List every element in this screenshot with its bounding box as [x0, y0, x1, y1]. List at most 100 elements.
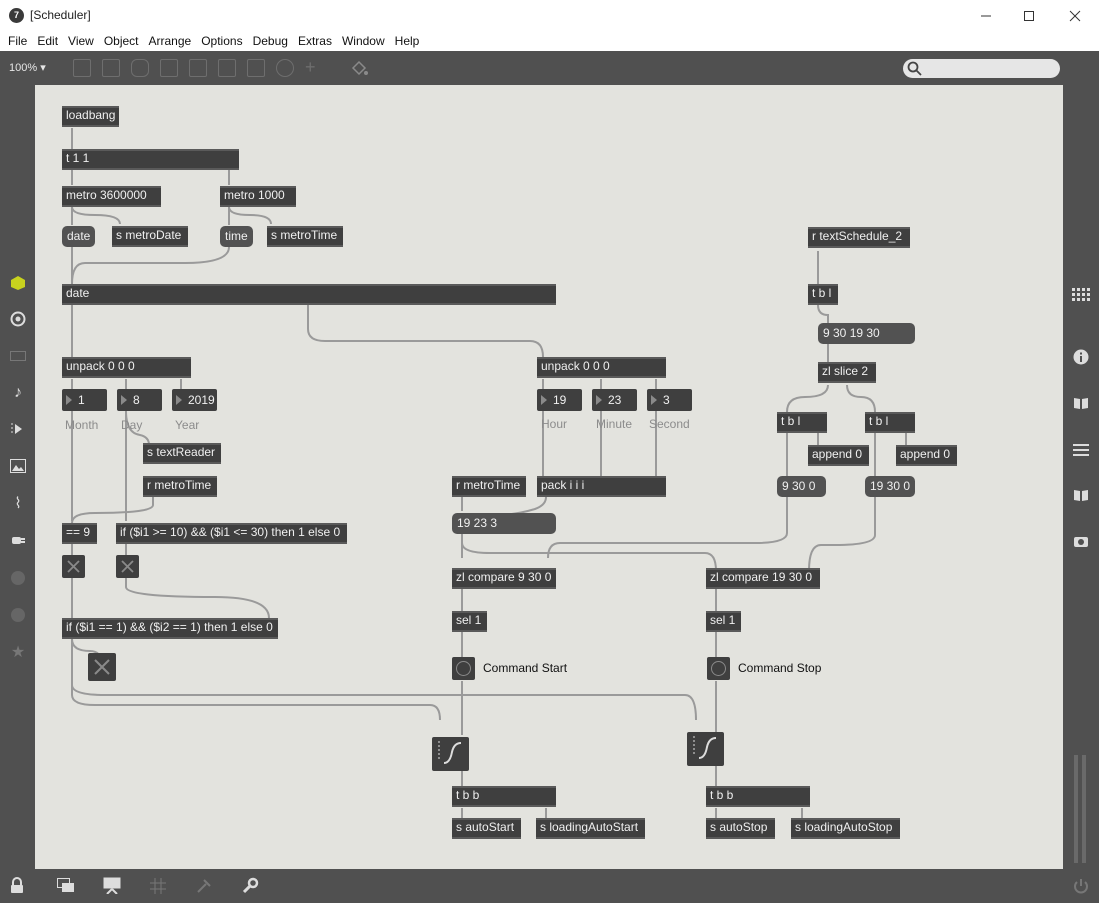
slider-object-icon[interactable] — [247, 59, 265, 77]
receive-metrotime-object[interactable]: r metroTime — [143, 476, 217, 497]
gate-stop-object[interactable] — [687, 732, 724, 766]
star-icon[interactable]: ★ — [10, 644, 26, 661]
year-number-box[interactable]: 2019 — [172, 389, 217, 411]
comment-icon[interactable] — [102, 59, 120, 77]
snap-to-object-icon[interactable] — [196, 878, 212, 894]
menu-arrange[interactable]: Arrange — [148, 34, 192, 48]
minimize-button[interactable] — [963, 0, 1009, 31]
stop-time-message[interactable]: 19 30 0 — [865, 476, 915, 497]
zl-slice-object[interactable]: zl slice 2 — [818, 362, 876, 383]
list-icon[interactable] — [1071, 440, 1091, 460]
select-1-stop-object[interactable]: sel 1 — [706, 611, 741, 632]
paint-bucket-icon[interactable] — [350, 60, 368, 76]
current-time-message[interactable]: 19 23 3 — [452, 513, 556, 534]
send-metrodate-object[interactable]: s metroDate — [112, 226, 188, 247]
menu-file[interactable]: File — [8, 34, 28, 48]
date-message[interactable]: date — [62, 226, 96, 247]
enable-toggle[interactable] — [88, 653, 116, 681]
menu-window[interactable]: Window — [341, 34, 385, 48]
append-left-object[interactable]: append 0 — [808, 445, 869, 466]
month-toggle[interactable] — [62, 555, 85, 578]
trigger-bl-left-object[interactable]: t b l — [777, 412, 827, 433]
time-message[interactable]: time — [220, 226, 253, 247]
receive-textschedule-object[interactable]: r textSchedule_2 — [808, 227, 910, 248]
maximize-button[interactable] — [1006, 0, 1052, 31]
trigger-1-1-object[interactable]: t 1 1 — [62, 149, 239, 170]
day-number-box[interactable]: 8 — [117, 389, 162, 411]
send-metrotime-object[interactable]: s metroTime — [267, 226, 343, 247]
schedule-message[interactable]: 9 30 19 30 — [818, 323, 915, 344]
plug-icon[interactable] — [8, 530, 28, 550]
b-icon[interactable] — [8, 605, 28, 625]
stop-bang[interactable] — [707, 657, 730, 680]
trigger-bl-top-object[interactable]: t b l — [808, 284, 838, 305]
zoom-select[interactable]: 100% ▾ — [9, 62, 46, 74]
add-object-icon[interactable]: + — [305, 57, 316, 77]
zl-compare-start-object[interactable]: zl compare 9 30 0 — [452, 568, 556, 589]
equals-9-object[interactable]: == 9 — [62, 523, 97, 544]
minute-number-box[interactable]: 23 — [592, 389, 637, 411]
menu-help[interactable]: Help — [394, 34, 420, 48]
date-object[interactable]: date — [62, 284, 556, 305]
select-1-start-object[interactable]: sel 1 — [452, 611, 487, 632]
gate-start-object[interactable] — [432, 737, 469, 771]
pack-object[interactable]: pack i i i — [537, 476, 666, 497]
send-loadingautostart-object[interactable]: s loadingAutoStart — [536, 818, 645, 839]
menu-view[interactable]: View — [68, 34, 94, 48]
dsp-power-icon[interactable] — [1073, 878, 1089, 894]
metro-date-object[interactable]: metro 3600000 — [62, 186, 161, 207]
unpack-date-object[interactable]: unpack 0 0 0 — [62, 357, 191, 378]
unpack-time-object[interactable]: unpack 0 0 0 — [537, 357, 666, 378]
send-autostop-object[interactable]: s autoStop — [706, 818, 775, 839]
music-note-icon[interactable]: ♪ — [14, 384, 22, 401]
new-view-icon[interactable] — [57, 878, 75, 893]
send-loadingautostop-object[interactable]: s loadingAutoStop — [791, 818, 900, 839]
menu-edit[interactable]: Edit — [37, 34, 59, 48]
second-number-box[interactable]: 3 — [647, 389, 692, 411]
camera-icon[interactable] — [1071, 531, 1091, 551]
if-day-range-object[interactable]: if ($i1 >= 10) && ($i1 <= 30) then 1 els… — [116, 523, 347, 544]
dial-object-icon[interactable] — [276, 59, 294, 77]
grid-icon[interactable] — [1071, 286, 1091, 306]
menu-extras[interactable]: Extras — [297, 34, 332, 48]
lock-icon[interactable] — [10, 877, 24, 894]
close-button[interactable] — [1052, 0, 1098, 31]
keyboard-icon[interactable] — [8, 346, 28, 366]
metro-time-object[interactable]: metro 1000 — [220, 186, 296, 207]
info-icon[interactable] — [1071, 347, 1091, 367]
loadbang-object[interactable]: loadbang — [62, 106, 120, 127]
menu-object[interactable]: Object — [103, 34, 139, 48]
presentation-mode-icon[interactable] — [103, 877, 121, 894]
bang-object-icon[interactable] — [189, 59, 207, 77]
month-number-box[interactable]: 1 — [62, 389, 107, 411]
wrench-icon[interactable] — [241, 877, 259, 895]
video-icon[interactable] — [8, 419, 28, 439]
menu-debug[interactable]: Debug — [252, 34, 288, 48]
reference-icon[interactable] — [1071, 485, 1091, 505]
vst-icon[interactable] — [8, 568, 28, 588]
receive-metrotime-object-2[interactable]: r metroTime — [452, 476, 526, 497]
day-toggle[interactable] — [116, 555, 139, 578]
book-icon[interactable] — [1071, 393, 1091, 413]
hour-number-box[interactable]: 19 — [537, 389, 582, 411]
send-autostart-object[interactable]: s autoStart — [452, 818, 521, 839]
trigger-bb-start-object[interactable]: t b b — [452, 786, 556, 807]
cube-icon[interactable] — [8, 273, 28, 293]
append-right-object[interactable]: append 0 — [896, 445, 957, 466]
presentation-icon[interactable] — [73, 59, 91, 77]
image-icon[interactable] — [8, 456, 28, 476]
zl-compare-stop-object[interactable]: zl compare 19 30 0 — [706, 568, 820, 589]
if-and-object[interactable]: if ($i1 == 1) && ($i2 == 1) then 1 else … — [62, 618, 278, 639]
send-textreader-object[interactable]: s textReader — [143, 443, 221, 464]
search-input[interactable] — [903, 59, 1060, 78]
start-time-message[interactable]: 9 30 0 — [777, 476, 826, 497]
paperclip-icon[interactable]: ⌇ — [14, 495, 22, 512]
patcher-canvas[interactable]: loadbang t 1 1 metro 3600000 metro 1000 … — [35, 85, 1063, 869]
message-icon[interactable] — [131, 59, 149, 77]
trigger-bb-stop-object[interactable]: t b b — [706, 786, 810, 807]
start-bang[interactable] — [452, 657, 475, 680]
toggle-object-icon[interactable] — [160, 59, 178, 77]
trigger-bl-right-object[interactable]: t b l — [865, 412, 915, 433]
menu-options[interactable]: Options — [201, 34, 243, 48]
target-icon[interactable] — [8, 309, 28, 329]
